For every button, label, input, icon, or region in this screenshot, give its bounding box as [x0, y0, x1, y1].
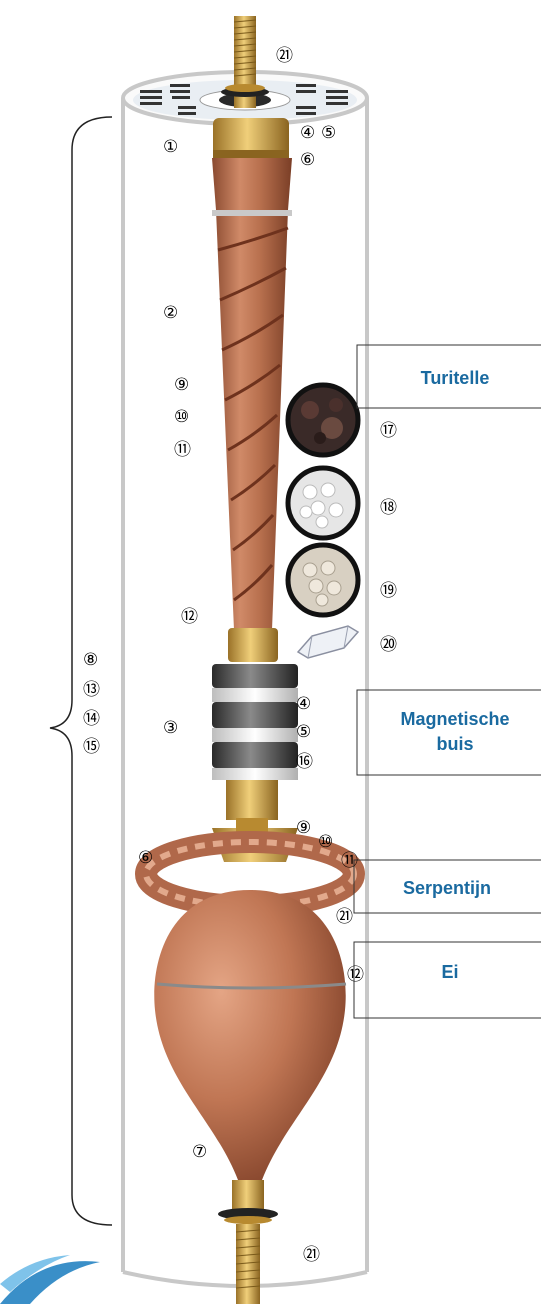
- left-brace: [50, 117, 112, 1225]
- marker-16: ⑯: [296, 752, 313, 772]
- marker-9-upper: ⑨: [174, 375, 189, 395]
- marker-6-top: ⑥: [300, 150, 315, 170]
- marker-15: ⑮: [83, 737, 100, 757]
- marker-5-mid: ⑤: [296, 722, 311, 742]
- marker-17: ⑰: [380, 421, 397, 441]
- marker-21-bottom: ㉑: [303, 1245, 320, 1265]
- marker-10-upper: ⑩: [174, 407, 189, 427]
- crystal-shape: [298, 626, 358, 658]
- marker-5-top: ⑤: [321, 123, 336, 143]
- label-magnetische-line2: buis: [370, 732, 540, 756]
- label-boxes: [354, 345, 541, 1018]
- top-coupling: [213, 118, 289, 158]
- marker-20: ⑳: [380, 635, 397, 655]
- marker-10-lower: ⑩: [318, 832, 333, 852]
- marker-21-top: ㉑: [276, 46, 293, 66]
- mineral-black-circle: [288, 385, 358, 455]
- marker-4-mid: ④: [296, 694, 311, 714]
- copper-egg: [154, 890, 346, 1180]
- cone-bottom-fitting: [228, 628, 278, 662]
- marker-18: ⑱: [380, 498, 397, 518]
- copper-spiral-cone: [212, 158, 292, 630]
- marker-12-upper: ⑫: [181, 607, 198, 627]
- label-magnetische-line1: Magnetische: [370, 707, 540, 731]
- mineral-ceramic-circle: [288, 545, 358, 615]
- mineral-white-circle: [288, 468, 358, 538]
- marker-21-mid: ㉑: [336, 907, 353, 927]
- marker-11-upper: ⑪: [174, 440, 191, 460]
- label-ei: Ei: [380, 960, 520, 984]
- marker-11-lower: ⑪: [341, 851, 358, 871]
- marker-7: ⑦: [192, 1142, 207, 1162]
- marker-2: ②: [163, 303, 178, 323]
- label-turitelle: Turitelle: [385, 366, 525, 390]
- marker-1: ①: [163, 137, 178, 157]
- top-threaded-rod: [221, 16, 269, 108]
- marker-3: ③: [163, 718, 178, 738]
- marker-12-lower: ⑫: [347, 965, 364, 985]
- marker-4-top: ④: [300, 123, 315, 143]
- marker-9-lower: ⑨: [296, 818, 311, 838]
- marker-6-lower: ⑥: [138, 848, 153, 868]
- marker-8: ⑧: [83, 650, 98, 670]
- marker-14: ⑭: [83, 709, 100, 729]
- marker-13: ⑬: [83, 680, 100, 700]
- corner-swoosh: [0, 1255, 100, 1304]
- label-serpentijn: Serpentijn: [372, 876, 522, 900]
- marker-19: ⑲: [380, 581, 397, 601]
- magnetic-tube: [212, 664, 298, 780]
